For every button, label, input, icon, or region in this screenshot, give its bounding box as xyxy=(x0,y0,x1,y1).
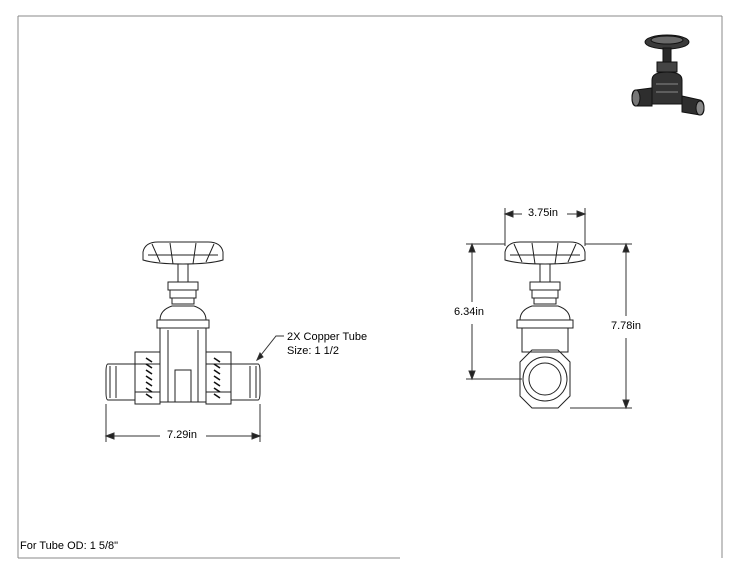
front-width-dimension xyxy=(104,404,262,442)
side-overall-height-dimension xyxy=(570,242,632,410)
isometric-valve-thumbnail xyxy=(631,34,705,116)
callout-leader xyxy=(256,335,284,362)
side-center-height-label: 6.34in xyxy=(453,306,485,319)
front-width-label: 7.29in xyxy=(166,429,198,442)
side-view-valve xyxy=(504,241,586,409)
side-center-height-dimension xyxy=(466,242,522,381)
tube-od-note: For Tube OD: 1 5/8" xyxy=(20,540,119,552)
side-width-label: 3.75in xyxy=(527,207,559,220)
sheet-border xyxy=(17,15,723,559)
side-width-dimension xyxy=(503,208,587,246)
callout-copper-tube: 2X Copper Tube Size: 1 1/2 xyxy=(287,330,367,358)
callout-line-tube: 2X Copper Tube xyxy=(287,331,368,343)
callout-line-size: Size: 1 1/2 xyxy=(287,345,339,357)
side-overall-height-label: 7.78in xyxy=(610,320,642,333)
front-view-valve xyxy=(105,241,261,405)
